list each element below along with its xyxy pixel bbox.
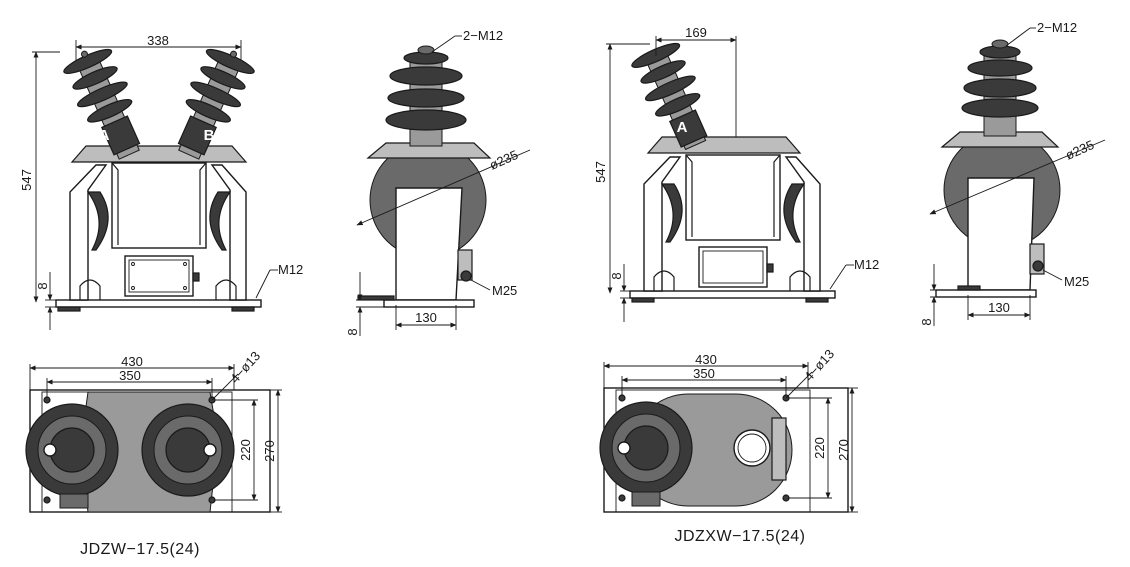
bolt-m12-label: M12	[278, 262, 303, 277]
side-diameter-label-2: ø235	[1063, 137, 1096, 163]
side-terminal-label-2: 2−M12	[1037, 20, 1077, 35]
plan-hole-span: 350	[119, 368, 141, 383]
dim-547: 547	[19, 169, 34, 191]
dim-169: 169	[685, 25, 707, 40]
side-earth-label: M25	[492, 283, 517, 298]
jdzxw-front-view: A 169 547 8 M12	[593, 25, 879, 322]
plan-overall-depth-2: 270	[836, 439, 851, 461]
dim-547-2: 547	[593, 161, 608, 183]
phase-b-label: B	[204, 127, 215, 144]
plan-hole-depth-2: 220	[812, 437, 827, 459]
phase-a-label: A	[99, 127, 110, 144]
jdzw-plan-view: 430 350 4−ø13 220 270	[25, 348, 282, 513]
dim-8: 8	[35, 282, 50, 289]
jdzw-side-view: ø235 2−M12 M25 130 8	[345, 28, 531, 336]
plan-holes-label: 4−ø13	[227, 348, 263, 386]
plan-hole-span-2: 350	[693, 366, 715, 381]
model-caption-jdzxw: JDZXW−17.5(24)	[674, 528, 805, 545]
side-diameter-label: ø235	[487, 147, 520, 173]
plan-hole-depth: 220	[238, 439, 253, 461]
side-base-label-2: 8	[919, 318, 934, 325]
jdzxw-side-view: ø235 2−M12 M25 130 8	[919, 20, 1106, 326]
dim-338: 338	[147, 33, 169, 48]
model-caption-jdzw: JDZW−17.5(24)	[80, 541, 200, 558]
side-width-label: 130	[415, 310, 437, 325]
side-terminal-label: 2−M12	[463, 28, 503, 43]
jdzw-front-view: A B 338 547 8 M12	[19, 33, 303, 330]
jdzxw-plan-view: 430 350 4−ø13 220 270	[599, 346, 858, 513]
plan-overall-width-2: 430	[695, 352, 717, 367]
side-width-label-2: 130	[988, 300, 1010, 315]
plan-holes-label-2: 4−ø13	[801, 346, 837, 384]
bolt-m12-label-2: M12	[854, 257, 879, 272]
plan-overall-depth: 270	[262, 440, 277, 462]
side-base-label: 8	[345, 328, 360, 335]
plan-overall-width: 430	[121, 354, 143, 369]
dim-8-2: 8	[609, 272, 624, 279]
side-earth-label-2: M25	[1064, 274, 1089, 289]
phase-a-label-2: A	[677, 119, 688, 136]
